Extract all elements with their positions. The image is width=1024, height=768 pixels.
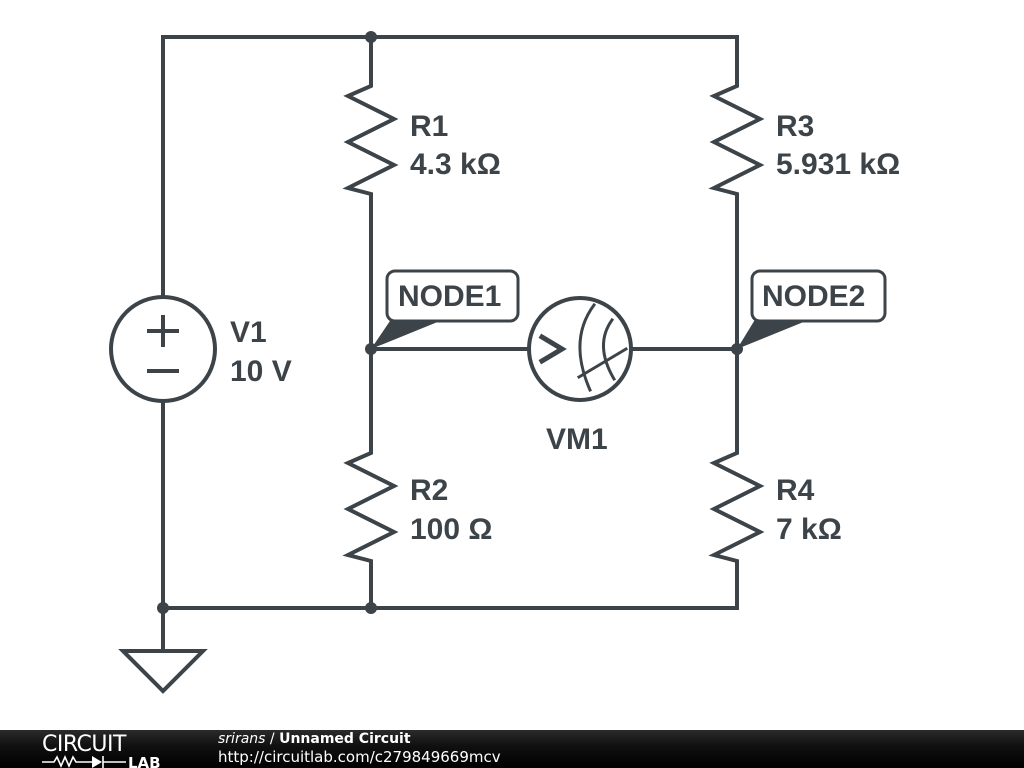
- resistor-r1-zigzag-icon: [342, 78, 399, 202]
- wire-top[interactable]: [161, 35, 739, 299]
- circuit-url-link[interactable]: http://circuitlab.com/c279849669mcv: [218, 748, 501, 766]
- resistor-r4-ref: R4: [776, 474, 815, 507]
- resistor-r3-zigzag-icon: [708, 78, 765, 202]
- resistor-r1-ref: R1: [410, 110, 448, 143]
- node2-pointer-icon: [737, 318, 806, 349]
- title-separator: /: [265, 731, 280, 747]
- resistor-r4[interactable]: R4 7 kΩ: [708, 445, 842, 567]
- node2-label-text: NODE2: [762, 280, 865, 313]
- resistor-r2[interactable]: R2 100 Ω: [342, 445, 492, 567]
- author-link[interactable]: srirans: [218, 731, 266, 747]
- resistor-r4-zigzag-icon: [708, 445, 765, 567]
- voltmeter-arc-right-icon: [602, 317, 617, 382]
- junction-dot: [365, 602, 377, 614]
- circuitlab-logo[interactable]: CIRCUIT LAB: [40, 731, 180, 768]
- voltmeter-circle-icon: [527, 296, 633, 402]
- footer-bar: CIRCUIT LAB srirans / Unnamed Circuit ht…: [0, 730, 1024, 768]
- node1-label-text: NODE1: [398, 280, 501, 313]
- node2-label-box: [750, 269, 887, 323]
- resistor-r2-zigzag-icon: [342, 445, 399, 567]
- resistor-r4-value: 7 kΩ: [776, 513, 842, 546]
- resistor-r2-value: 100 Ω: [410, 513, 492, 546]
- wires: [161, 35, 739, 652]
- node-label-node1[interactable]: NODE1: [371, 269, 520, 349]
- resistor-r1[interactable]: R1 4.3 kΩ: [342, 78, 501, 202]
- resistor-r3-value: 5.931 kΩ: [776, 148, 900, 181]
- voltage-source-v1-value: 10 V: [230, 355, 292, 388]
- resistor-r2-ref: R2: [410, 474, 448, 507]
- voltmeter-needle-icon: [576, 346, 629, 380]
- logo-resistor-icon: [42, 755, 92, 768]
- schematic-canvas: R1 4.3 kΩ R3 5.931 kΩ R2 100 Ω R4 7 kΩ V…: [109, 31, 900, 694]
- resistor-r3-ref: R3: [776, 110, 814, 143]
- voltmeter-gt-icon: [538, 333, 567, 365]
- junction-dot: [365, 31, 377, 43]
- plus-sign-icon: [147, 315, 179, 347]
- wire-bottom[interactable]: [161, 563, 739, 610]
- voltage-source-circle-icon: [109, 295, 217, 403]
- logo-diode-icon: [92, 756, 102, 768]
- logo-lab-text: LAB: [128, 754, 161, 768]
- voltage-source-v1[interactable]: V1 10 V: [109, 295, 292, 403]
- node1-label-box: [385, 269, 520, 323]
- resistor-r1-value: 4.3 kΩ: [410, 148, 501, 181]
- voltmeter-arc-left-icon: [578, 302, 597, 392]
- circuit-title: srirans / Unnamed Circuit: [218, 731, 411, 747]
- logo-circuit-text: CIRCUIT: [42, 732, 127, 757]
- logo-diode-bar-icon: [102, 756, 126, 768]
- voltmeter-vm1[interactable]: VM1: [527, 296, 633, 456]
- voltage-source-v1-ref: V1: [230, 316, 267, 349]
- ground-icon[interactable]: [118, 649, 208, 694]
- node-label-node2[interactable]: NODE2: [737, 269, 887, 349]
- circuit-name[interactable]: Unnamed Circuit: [279, 731, 411, 747]
- junction-dot-node2: [731, 343, 743, 355]
- resistor-r3[interactable]: R3 5.931 kΩ: [708, 78, 900, 202]
- node1-pointer-icon: [371, 318, 440, 349]
- junction-dot: [157, 602, 169, 614]
- voltmeter-vm1-ref: VM1: [546, 423, 608, 456]
- junction-dot-node1: [365, 343, 377, 355]
